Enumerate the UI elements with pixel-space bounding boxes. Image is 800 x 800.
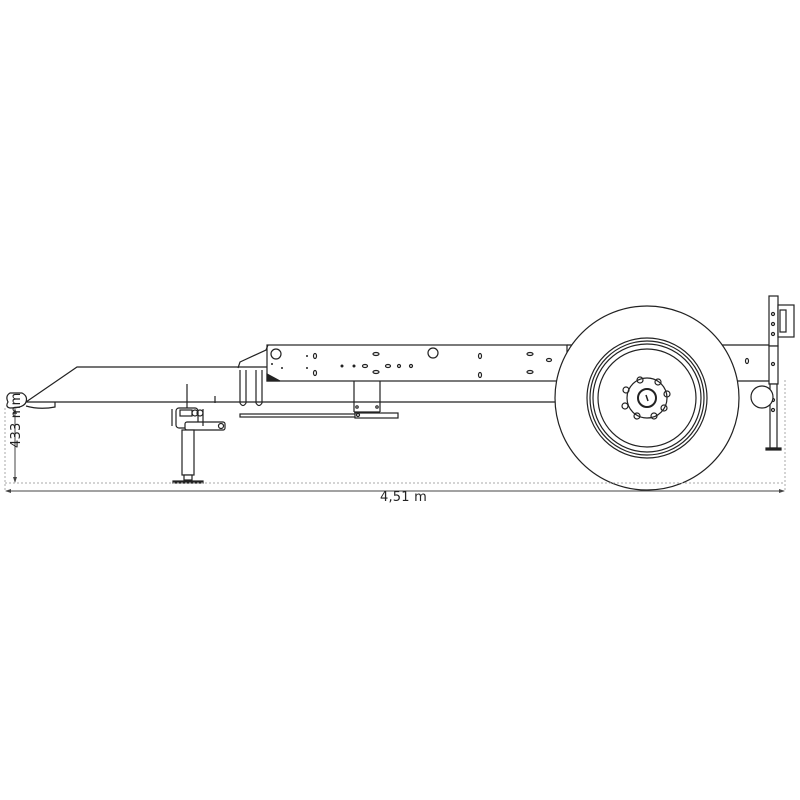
dimension-lines [4,380,786,493]
u-bolts [214,370,263,407]
wheel [554,305,740,491]
brake-rod [239,412,399,419]
jockey-stand [171,384,226,484]
spring-hanger [353,381,381,413]
wheel-hub [621,376,671,420]
overall-length-label: 4,51 m [380,490,427,505]
rear-stand [750,295,795,451]
drawbar [6,366,560,409]
hitch-height-label: 433 mm [9,392,24,448]
